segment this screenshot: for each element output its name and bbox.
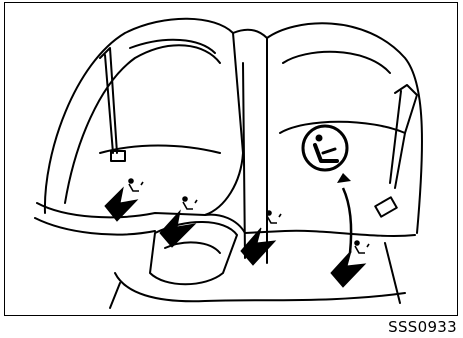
anchor-marker-1: [129, 179, 143, 191]
rear-seat-illustration: [5, 3, 459, 317]
arrow-4: [331, 251, 365, 287]
anchor-marker-3: [267, 211, 281, 223]
figure-code: SSS0933: [388, 318, 457, 336]
anchor-marker-4: [355, 241, 369, 253]
seat-cushion: [37, 203, 415, 236]
figure-frame: [4, 2, 458, 316]
curved-arrow: [343, 188, 351, 253]
center-divider: [233, 30, 267, 263]
child-seat-anchor-icon: [303, 126, 347, 170]
anchor-marker-2: [183, 197, 197, 209]
left-seatback: [45, 19, 243, 215]
